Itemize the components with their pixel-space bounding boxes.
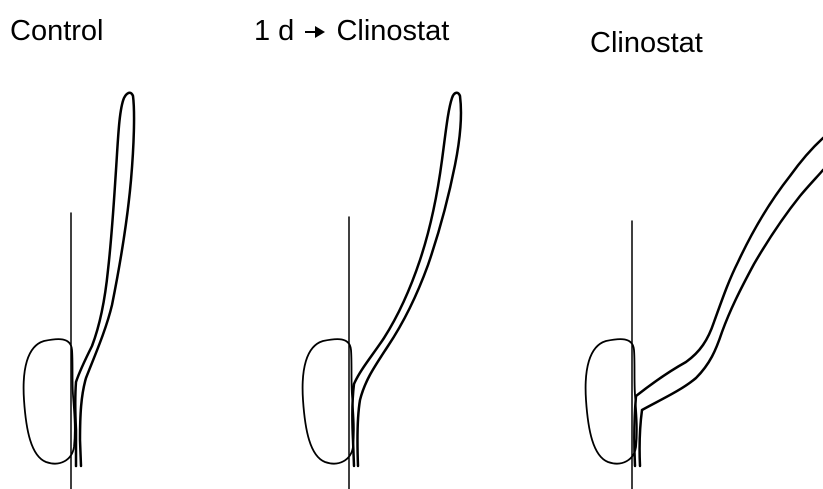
clinostat-seedling xyxy=(586,138,823,489)
one-day-clinostat-seedling xyxy=(303,93,461,489)
control-shoot-outline xyxy=(75,93,134,466)
clinostat-shoot-outline xyxy=(634,138,823,466)
control-seedling xyxy=(24,93,134,489)
one-day-shoot-outline xyxy=(352,93,461,466)
one-day-seed-outline xyxy=(303,339,354,464)
control-seed-outline xyxy=(24,339,75,464)
clinostat-seed-outline xyxy=(586,339,637,464)
